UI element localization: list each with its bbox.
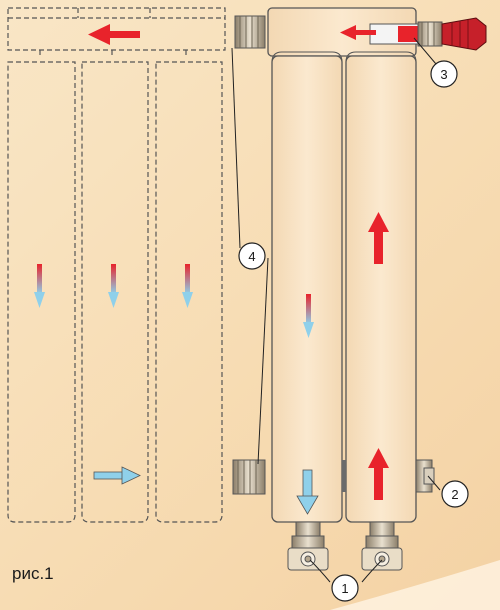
svg-text:2: 2 <box>451 487 458 502</box>
hot-arrow-top-right <box>340 25 376 40</box>
callout-3: 3 <box>430 60 458 88</box>
background-swoosh <box>330 560 500 610</box>
hot-arrow-top-left <box>88 24 140 45</box>
svg-text:3: 3 <box>440 67 447 82</box>
flow-arrow-dashed-2 <box>108 264 119 308</box>
callout-1: 1 <box>331 574 359 602</box>
flow-arrow-dashed-3 <box>182 264 193 308</box>
bottom-fitting-right <box>361 521 403 571</box>
dashed-section-1 <box>7 61 76 523</box>
svg-text:4: 4 <box>248 249 255 264</box>
dashed-top-collector <box>7 7 226 51</box>
side-plug <box>415 459 435 493</box>
flow-arrow-dashed-1 <box>34 264 45 308</box>
svg-text:1: 1 <box>341 581 348 596</box>
cold-arrow-horizontal <box>93 466 141 485</box>
flow-arrow-section-left <box>303 294 314 338</box>
figure-caption: рис.1 <box>12 564 54 583</box>
top-plug <box>234 15 266 49</box>
dashed-section-3 <box>155 61 223 523</box>
air-valve <box>369 17 487 51</box>
hot-arrow-up-middle <box>368 212 389 264</box>
cold-arrow-down <box>296 469 319 515</box>
bottom-fitting-left <box>287 521 329 571</box>
section-gap <box>342 460 346 492</box>
dashed-section-2 <box>81 61 149 523</box>
leader-lines <box>231 37 441 583</box>
callout-2: 2 <box>441 480 469 508</box>
bottom-plug <box>232 459 266 495</box>
section-left <box>271 55 343 523</box>
section-right <box>345 55 417 523</box>
air-valve-cap <box>441 17 487 51</box>
hot-arrow-up-bottom <box>368 448 389 500</box>
radiator-body <box>267 7 417 523</box>
callout-4: 4 <box>238 242 266 270</box>
dashed-sections <box>7 7 226 523</box>
